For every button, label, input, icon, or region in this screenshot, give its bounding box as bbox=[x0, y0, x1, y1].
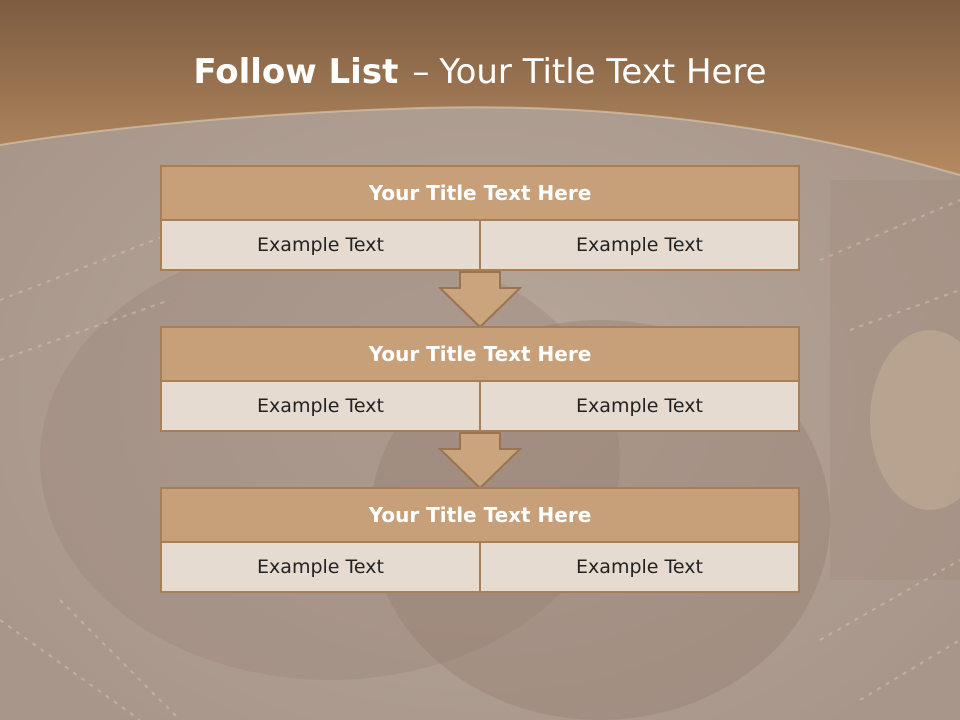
step-row-2: Example Text Example Text bbox=[160, 382, 800, 432]
step-title-2: Your Title Text Here bbox=[160, 326, 800, 382]
step-2-right-text: Example Text bbox=[481, 382, 800, 432]
step-block-3: Your Title Text Here Example Text Exampl… bbox=[160, 487, 800, 593]
title-dash: – bbox=[412, 52, 430, 92]
step-1-right-text: Example Text bbox=[481, 221, 800, 271]
step-row-3: Example Text Example Text bbox=[160, 543, 800, 593]
step-title-3: Your Title Text Here bbox=[160, 487, 800, 543]
step-row-1: Example Text Example Text bbox=[160, 221, 800, 271]
step-3-right-text: Example Text bbox=[481, 543, 800, 593]
step-title-1: Your Title Text Here bbox=[160, 165, 800, 221]
slide-title: Follow List–Your Title Text Here bbox=[0, 52, 960, 92]
down-arrow-icon bbox=[438, 271, 522, 329]
step-block-2: Your Title Text Here Example Text Exampl… bbox=[160, 326, 800, 432]
step-1-left-text: Example Text bbox=[160, 221, 481, 271]
step-3-left-text: Example Text bbox=[160, 543, 481, 593]
step-2-left-text: Example Text bbox=[160, 382, 481, 432]
down-arrow-icon bbox=[438, 432, 522, 490]
title-rest: Your Title Text Here bbox=[439, 52, 767, 92]
step-block-1: Your Title Text Here Example Text Exampl… bbox=[160, 165, 800, 271]
title-bold: Follow List bbox=[193, 52, 399, 92]
